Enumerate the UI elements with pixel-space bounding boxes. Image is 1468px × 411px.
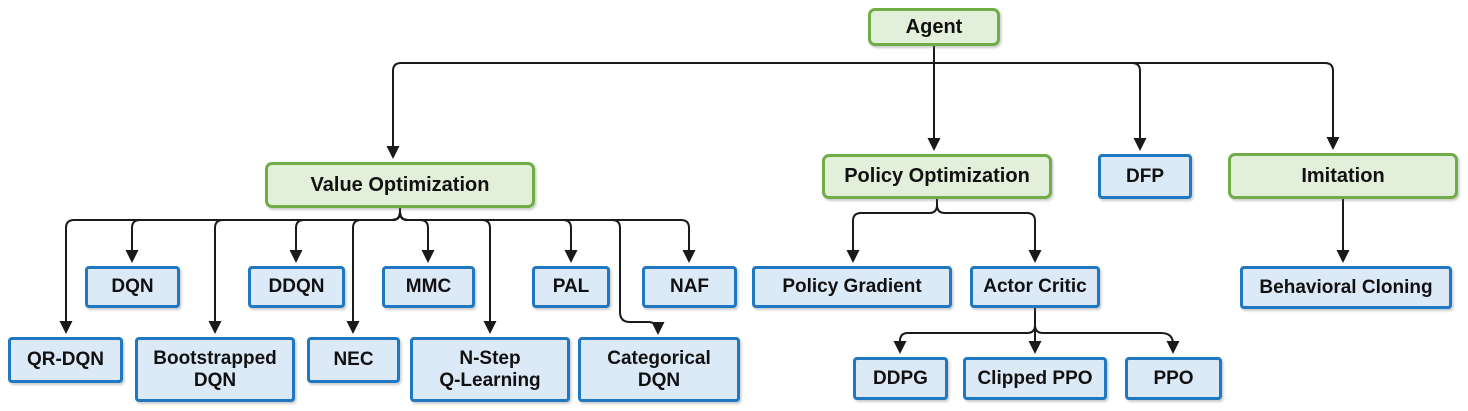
edge-actor-critic-ppo [1034, 308, 1180, 354]
edge-actor-critic-ddpg [893, 308, 1036, 354]
node-clipped-ppo: Clipped PPO [963, 357, 1107, 400]
node-nec: NEC [307, 337, 400, 383]
edge-value-optimization-mmc [399, 208, 435, 263]
node-bootstrapped-dqn: Bootstrapped DQN [135, 337, 295, 402]
node-n-step-q-learning: N-Step Q-Learning [410, 337, 570, 402]
node-dqn: DQN [85, 266, 180, 308]
node-ddqn: DDQN [248, 266, 345, 308]
node-actor-critic: Actor Critic [970, 266, 1100, 308]
node-imitation: Imitation [1228, 153, 1458, 199]
node-ddpg: DDPG [853, 357, 948, 400]
node-pal: PAL [532, 266, 610, 308]
node-behavioral-cloning: Behavioral Cloning [1240, 266, 1452, 309]
edge-value-optimization-pal [399, 208, 578, 263]
edge-agent-value-optimization [386, 46, 935, 159]
node-policy-optimization: Policy Optimization [822, 154, 1052, 199]
node-value-optimization: Value Optimization [265, 162, 535, 208]
node-categorical-dqn: Categorical DQN [578, 337, 740, 402]
node-agent: Agent [868, 8, 1000, 46]
edge-value-optimization-ddqn [289, 208, 401, 263]
edge-agent-dfp [934, 62, 1147, 151]
edge-value-optimization-naf [399, 208, 696, 263]
node-naf: NAF [642, 266, 737, 308]
node-qr-dqn: QR-DQN [8, 337, 123, 383]
edge-value-optimization-dqn [125, 208, 401, 263]
edge-agent-imitation [934, 62, 1340, 150]
node-mmc: MMC [382, 266, 475, 308]
edge-policy-optimization-actor-critic [936, 199, 1042, 263]
node-dfp: DFP [1098, 154, 1192, 199]
edge-policy-optimization-policy-gradient [846, 199, 938, 263]
node-policy-gradient: Policy Gradient [752, 266, 952, 308]
node-ppo: PPO [1125, 357, 1222, 400]
